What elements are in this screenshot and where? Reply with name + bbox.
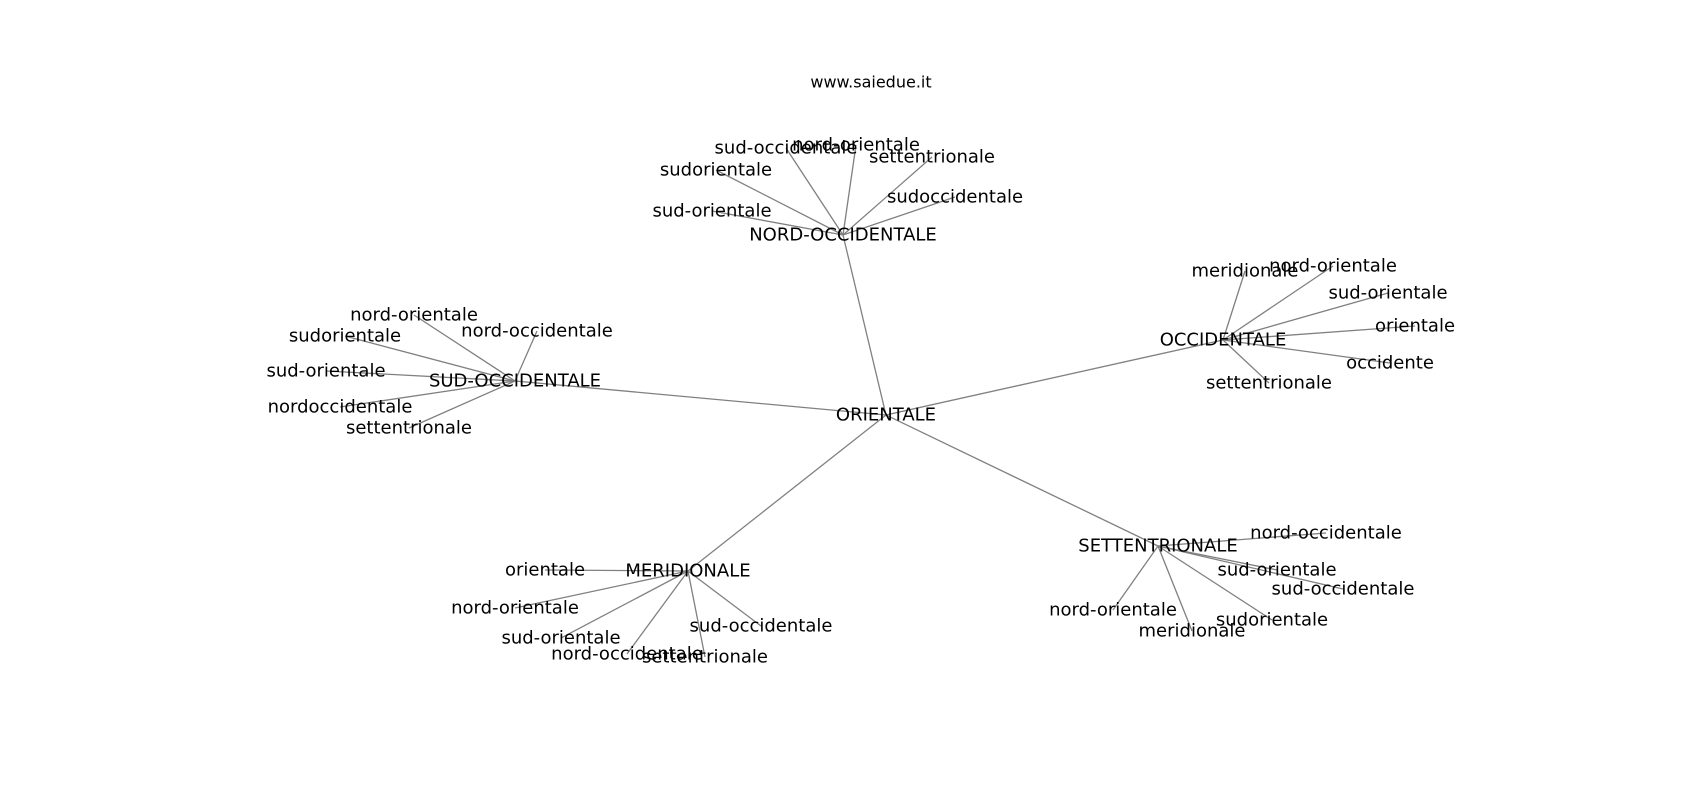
edge-sud-occidentale-sudorientale (344, 335, 516, 382)
edge-settentrionale-sud-occidentale (1157, 545, 1344, 590)
edge-meridionale-sud-occidentale (687, 570, 762, 627)
leaf-node-label-sudorientale: sudorientale (1216, 610, 1328, 631)
edge-nord-occidentale-sudorientale (715, 169, 844, 236)
leaf-node-label-nord-occidentale: nord-occidentale (1250, 523, 1402, 544)
leaf-node-label-nord-orientale: nord-orientale (350, 305, 478, 326)
hub-node-label-meridionale: MERIDIONALE (625, 561, 750, 582)
leaf-node-label-sudorientale: sudorientale (289, 326, 401, 347)
leaf-node-label-settentrionale: settentrionale (869, 147, 995, 168)
edge-nord-occidentale-sud-occidentale (785, 147, 844, 236)
edge-occidentale-meridionale (1222, 270, 1246, 341)
edge-nord-occidentale-nord-orientale (842, 144, 857, 236)
edges (325, 144, 1416, 658)
edge-center-meridionale (687, 414, 887, 572)
leaf-node-label-sudoccidentale: sudoccidentale (887, 187, 1023, 208)
edge-nord-occidentale-settentrionale (842, 156, 933, 236)
edge-occidentale-settentrionale (1222, 339, 1270, 384)
edge-occidentale-sud-orientale (1222, 292, 1389, 341)
edge-nord-occidentale-sud-orientale (711, 210, 844, 236)
hub-node-label-settentrionale: SETTENTRIONALE (1078, 536, 1237, 557)
leaf-node-label-sud-occidentale: sud-occidentale (715, 138, 858, 159)
edge-nord-occidentale-sudoccidentale (842, 196, 956, 236)
leaf-node-label-sud-orientale: sud-orientale (652, 201, 771, 222)
leaf-node-label-settentrionale: settentrionale (1206, 373, 1332, 394)
leaf-node-label-nord-orientale: nord-orientale (1049, 600, 1177, 621)
edge-sud-occidentale-sud-orientale (325, 370, 516, 382)
edge-settentrionale-meridionale (1157, 545, 1193, 632)
leaf-node-label-settentrionale: settentrionale (346, 418, 472, 439)
edge-center-settentrionale (885, 414, 1159, 547)
leaf-node-label-nordoccidentale: nordoccidentale (268, 397, 413, 418)
leaf-node-label-meridionale: meridionale (1192, 261, 1299, 282)
edge-center-occidentale (885, 339, 1224, 416)
leaf-node-label-nord-orientale: nord-orientale (451, 598, 579, 619)
edge-meridionale-settentrionale (687, 570, 706, 658)
edge-sud-occidentale-nordoccidentale (339, 380, 516, 408)
leaf-node-label-nord-occidentale: nord-occidentale (461, 321, 613, 342)
labels: www.saiedue.it ORIENTALE NORD-OCCIDENTALE… (266, 73, 1455, 668)
edge-center-nord-occidentale (842, 234, 887, 416)
leaf-node-label-sud-orientale: sud-orientale (1328, 283, 1447, 304)
leaf-node-label-sud-occidentale: sud-occidentale (690, 616, 833, 637)
hub-node-label-sud-occidentale: SUD-OCCIDENTALE (429, 371, 601, 392)
edge-sud-occidentale-nord-orientale (413, 314, 516, 382)
edge-center-sud-occidentale (514, 380, 887, 416)
edge-settentrionale-nord-orientale (1112, 545, 1159, 611)
edge-settentrionale-sudorientale (1157, 545, 1273, 621)
leaf-node-label-sud-orientale: sud-orientale (266, 361, 385, 382)
edge-occidentale-orientale (1222, 325, 1416, 341)
leaf-node-label-settentrionale: settentrionale (642, 647, 768, 668)
leaf-node-label-sud-orientale: sud-orientale (1217, 560, 1336, 581)
leaf-node-label-occidente: occidente (1346, 353, 1434, 374)
hub-node-label-occidentale: OCCIDENTALE (1160, 330, 1287, 351)
leaf-node-label-nord-occidentale: nord-occidentale (551, 644, 703, 665)
edge-meridionale-orientale (544, 569, 689, 572)
edge-occidentale-nord-orientale (1222, 265, 1334, 341)
edge-meridionale-nord-occidentale (626, 570, 689, 655)
leaf-node-label-meridionale: meridionale (1139, 621, 1246, 642)
edge-settentrionale-nord-occidentale (1157, 532, 1327, 547)
edge-meridionale-nord-orientale (514, 570, 689, 609)
leaf-node-label-nord-orientale: nord-orientale (792, 135, 920, 156)
leaf-node-label-orientale: orientale (505, 560, 585, 581)
hub-node-label-nord-occidentale: NORD-OCCIDENTALE (749, 225, 937, 246)
leaf-node-label-nord-orientale: nord-orientale (1269, 256, 1397, 277)
edge-sud-occidentale-nord-occidentale (514, 330, 538, 382)
center-node-label: ORIENTALE (836, 405, 936, 426)
leaf-node-label-sudorientale: sudorientale (660, 160, 772, 181)
edge-sud-occidentale-settentrionale (408, 380, 516, 429)
leaf-node-label-sud-occidentale: sud-occidentale (1272, 579, 1415, 600)
watermark: www.saiedue.it (810, 73, 931, 92)
edge-occidentale-occidente (1222, 339, 1391, 364)
leaf-node-label-orientale: orientale (1375, 316, 1455, 337)
edge-meridionale-sud-orientale (560, 570, 689, 639)
leaf-node-label-sud-orientale: sud-orientale (501, 628, 620, 649)
